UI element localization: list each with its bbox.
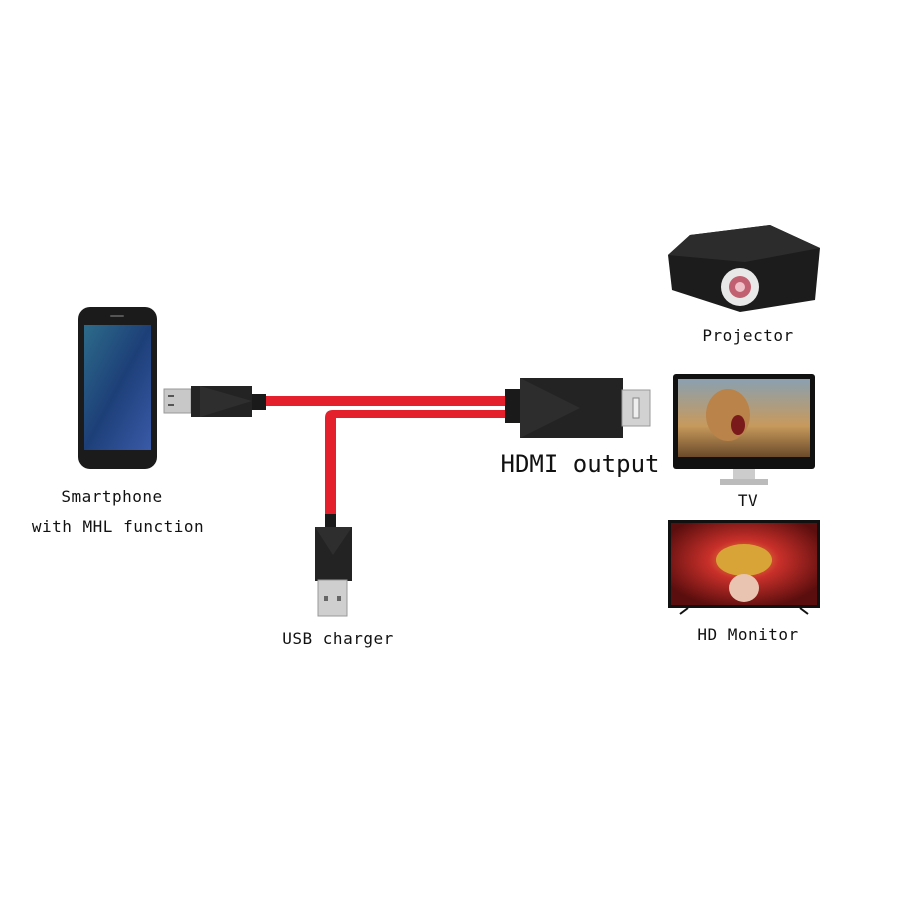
hd-monitor-image	[668, 520, 820, 615]
hd-monitor-label: HD Monitor	[697, 625, 799, 644]
red-cable	[262, 396, 512, 520]
usb-a-connector	[315, 514, 352, 617]
smartphone-function-label: with MHL function	[31, 517, 205, 536]
hdmi-connector	[505, 378, 651, 438]
usb-charger-label: USB charger	[282, 629, 394, 648]
tv-label: TV	[737, 491, 759, 510]
smartphone-label: Smartphone	[61, 487, 163, 506]
hdmi-output-label: HDMI output	[500, 450, 660, 478]
micro-usb-connector	[163, 386, 266, 417]
projector-label: Projector	[702, 326, 794, 345]
tv-image	[673, 374, 815, 485]
projector-image	[668, 225, 820, 312]
smartphone-image	[78, 307, 157, 469]
